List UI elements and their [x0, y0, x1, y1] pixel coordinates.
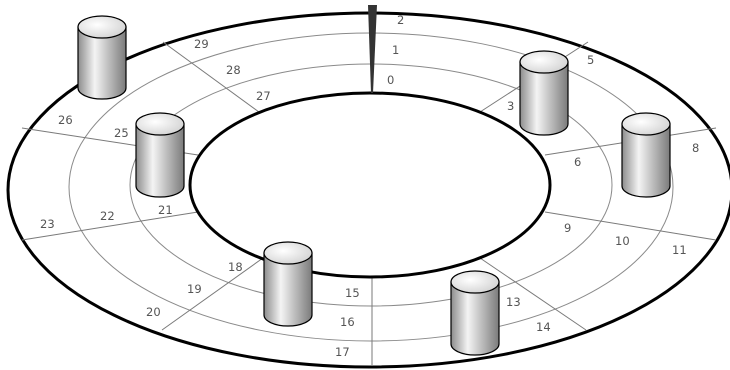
sector-label: 10	[615, 234, 630, 248]
sector-label: 2	[397, 13, 404, 27]
sector-label: 21	[158, 203, 173, 217]
sector-label: 23	[40, 217, 55, 231]
index-marker	[368, 5, 377, 93]
sector-label: 28	[226, 63, 241, 77]
sector-label: 26	[58, 113, 73, 127]
spoke	[21, 211, 199, 241]
inner-hole	[188, 91, 552, 279]
sector-label: 0	[387, 73, 394, 87]
sector-label: 13	[506, 295, 521, 309]
sector-label: 16	[340, 315, 355, 329]
sector-label: 22	[100, 209, 115, 223]
sector-label: 8	[692, 141, 699, 155]
sector-label: 25	[114, 126, 129, 140]
cylinder	[450, 270, 500, 356]
cylinder	[77, 15, 127, 100]
sector-label: 27	[256, 89, 271, 103]
sector-label: 1	[392, 43, 399, 57]
sector-label: 11	[672, 243, 687, 257]
sector-label: 29	[194, 37, 209, 51]
cylinder	[135, 112, 185, 198]
cylinder	[621, 112, 671, 198]
sector-label: 19	[187, 282, 202, 296]
sector-label: 17	[335, 345, 350, 359]
sector-label: 9	[564, 221, 571, 235]
cylinder	[519, 50, 569, 136]
sector-label: 6	[574, 155, 581, 169]
spoke	[162, 41, 264, 116]
sector-label: 15	[345, 286, 360, 300]
sector-label: 18	[228, 260, 243, 274]
sector-label: 5	[587, 53, 594, 67]
sector-label: 3	[507, 99, 514, 113]
spoke	[544, 211, 717, 241]
spoke	[161, 257, 264, 331]
sector-label: 20	[146, 305, 161, 319]
cylinder	[263, 241, 313, 327]
sector-label: 14	[536, 320, 551, 334]
spoke	[479, 257, 587, 331]
